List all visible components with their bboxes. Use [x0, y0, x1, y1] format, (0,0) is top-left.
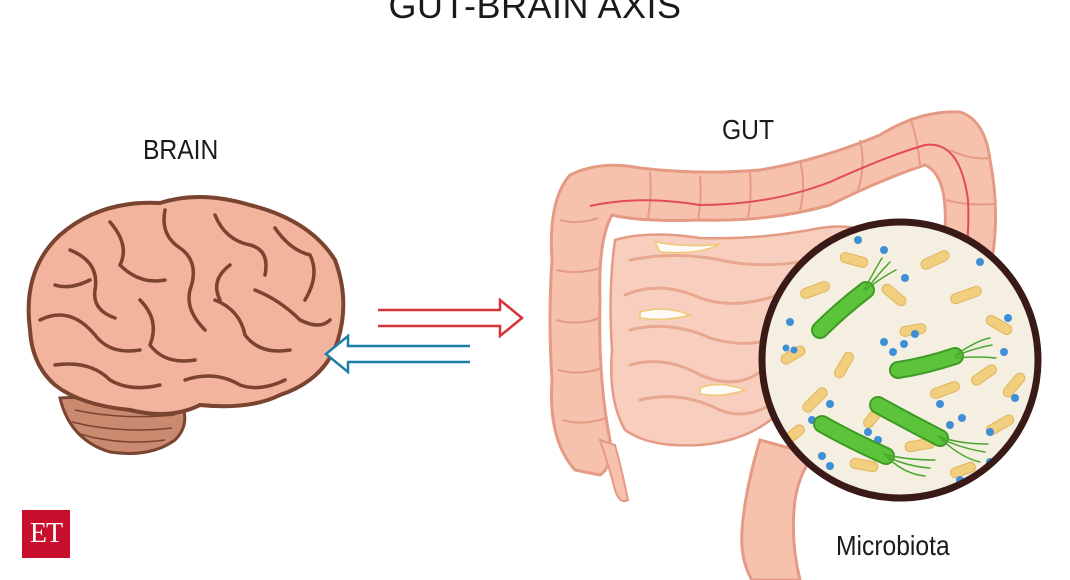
appendix — [598, 438, 630, 503]
arrow-gut-to-brain — [324, 333, 470, 375]
microbiota-label: Microbiota — [836, 530, 950, 561]
green-bacteria — [811, 257, 997, 477]
brain-label: BRAIN — [143, 134, 219, 165]
brain-illustration — [26, 195, 346, 455]
microbiota-magnifier — [758, 218, 1042, 502]
diagram-title: GUT-BRAIN AXIS — [388, 0, 682, 26]
cerebrum — [26, 195, 346, 416]
rectum — [740, 438, 818, 580]
arrow-brain-to-gut — [378, 297, 524, 339]
gut-label: GUT — [722, 114, 775, 145]
et-logo[interactable]: ET — [22, 510, 70, 558]
